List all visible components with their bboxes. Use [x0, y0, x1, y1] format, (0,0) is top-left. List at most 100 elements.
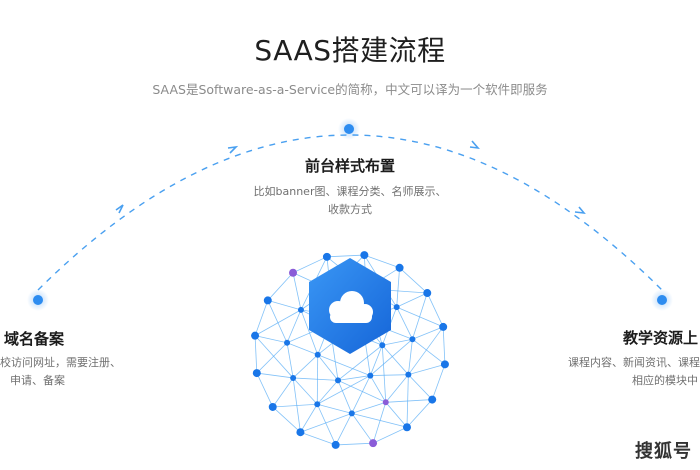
mesh-line: [370, 374, 409, 376]
mesh-node: [382, 399, 389, 406]
network-sphere: [251, 251, 449, 449]
mesh-line: [300, 431, 336, 446]
mesh-line: [396, 306, 413, 340]
mesh-node: [379, 342, 386, 349]
mesh-line: [337, 344, 383, 381]
mesh-line: [351, 412, 408, 428]
mesh-line: [254, 335, 294, 379]
mesh-line: [412, 338, 446, 365]
mesh-node: [393, 304, 400, 311]
mesh-line: [381, 345, 387, 403]
mesh-line: [316, 404, 337, 446]
mesh-line: [256, 372, 274, 408]
mesh-line: [442, 326, 446, 365]
mesh-line: [412, 292, 428, 340]
mesh-line: [396, 267, 400, 308]
mesh-node: [360, 251, 369, 260]
mesh-node: [289, 268, 298, 277]
mesh-line: [351, 375, 371, 414]
step-1-description: 校访问网址，需要注册、 申请、备案: [0, 354, 121, 390]
mesh-line: [399, 267, 428, 294]
mesh-line: [254, 335, 258, 374]
mesh-node: [428, 395, 437, 404]
mesh-line: [317, 354, 371, 376]
mesh-line: [326, 254, 365, 258]
mesh-node: [423, 289, 432, 298]
step-1-desc-line: 校访问网址，需要注册、: [0, 356, 121, 369]
mesh-line: [408, 363, 446, 376]
mesh-line: [267, 300, 288, 343]
mesh-line: [292, 256, 328, 274]
mesh-node: [405, 371, 412, 378]
mesh-line: [396, 306, 444, 328]
mesh-node: [348, 410, 355, 417]
mesh-line: [408, 374, 433, 400]
step-1-desc-line: 申请、备案: [10, 374, 65, 387]
mesh-node: [367, 372, 374, 379]
mesh-line: [317, 403, 352, 414]
mesh-line: [381, 344, 409, 375]
mesh-line: [286, 342, 294, 379]
mesh-node: [331, 440, 340, 449]
mesh-node: [402, 423, 411, 432]
mesh-line: [369, 375, 387, 403]
step-dot-2: [338, 118, 360, 140]
mesh-line: [337, 379, 386, 403]
mesh-line: [385, 374, 409, 403]
arrow-chevrons: [115, 140, 586, 215]
mesh-line: [256, 342, 288, 374]
mesh-line: [292, 377, 301, 433]
watermark-logo: 搜狐号: [635, 441, 692, 462]
mesh-line: [300, 309, 319, 355]
mesh-line: [337, 375, 371, 381]
mesh-line: [335, 413, 353, 446]
mesh-line: [372, 426, 408, 444]
mesh-line: [364, 254, 400, 269]
mesh-line: [292, 354, 318, 379]
step-3-desc-line: 相应的模块中: [632, 374, 698, 387]
arc-arrow-icon: [227, 145, 239, 154]
step-2-description: 比如banner图、课程分类、名师展示、 收款方式: [0, 183, 700, 219]
arc-arrow-icon: [574, 206, 586, 215]
cloud-icon: [329, 291, 373, 323]
mesh-node: [439, 322, 448, 331]
mesh-line: [292, 377, 318, 405]
arc-arrow-icon: [469, 140, 480, 150]
mesh-node: [440, 360, 449, 369]
mesh-line: [316, 380, 339, 405]
mesh-node: [335, 377, 342, 384]
step-1-title: 域名备案: [4, 330, 65, 348]
mesh-node: [284, 339, 291, 346]
page-title: SAAS搭建流程: [254, 34, 446, 67]
mesh-node: [290, 374, 297, 381]
mesh-line: [267, 300, 302, 311]
mesh-node: [395, 263, 404, 272]
step-dot-1: [27, 289, 49, 311]
mesh-line: [292, 272, 302, 310]
page-subtitle: SAAS是Software-as-a-Service的简称，中文可以译为一个软件…: [152, 82, 548, 97]
mesh-node: [296, 428, 305, 437]
mesh-line: [406, 374, 409, 428]
step-3-desc-line: 课程内容、新闻资讯、课程: [568, 356, 700, 369]
mesh-line: [396, 292, 428, 308]
mesh-line: [254, 335, 288, 344]
mesh-line: [382, 338, 413, 346]
mesh-line: [267, 272, 294, 301]
mesh-line: [272, 377, 294, 408]
arc-arrow-icon: [115, 204, 124, 214]
mesh-line: [426, 292, 444, 328]
mesh-node: [251, 331, 260, 340]
mesh-line: [408, 326, 444, 375]
mesh-line: [385, 399, 433, 403]
mesh-line: [286, 342, 318, 356]
mesh-node: [314, 401, 321, 408]
mesh-line: [272, 406, 301, 433]
mesh-line: [272, 403, 318, 408]
mesh-line: [335, 442, 374, 446]
mesh-line: [254, 300, 269, 336]
step-dot-3: [651, 289, 673, 311]
mesh-node: [268, 402, 277, 411]
mesh-line: [337, 380, 353, 414]
step-2-desc-line: 比如banner图、课程分类、名师展示、: [253, 185, 447, 198]
